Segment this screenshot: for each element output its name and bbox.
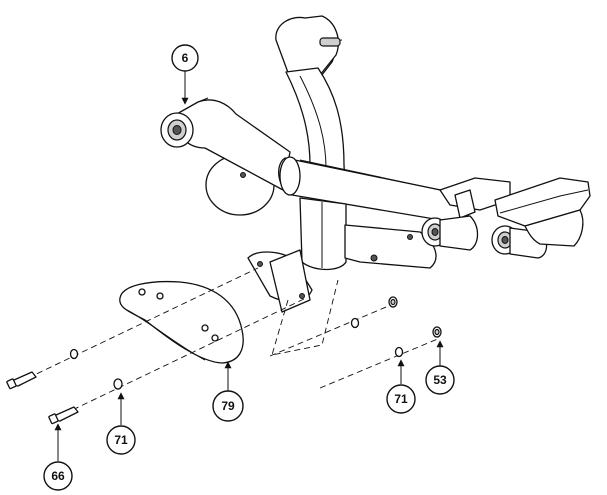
callout-71-right: 71 — [386, 384, 416, 414]
callout-6: 6 — [171, 44, 199, 72]
right-roller-assembly — [421, 177, 548, 259]
callout-79: 79 — [212, 390, 244, 422]
callout-66: 66 — [43, 461, 73, 491]
callout-53: 53 — [425, 365, 455, 395]
callout-71-left: 71 — [106, 425, 136, 455]
callout-79-label: 79 — [221, 399, 235, 413]
upper-mount-bracket — [275, 15, 343, 81]
callout-66-label: 66 — [51, 469, 65, 483]
main-crossbar-tube — [278, 156, 471, 226]
assembly-centerlines — [27, 267, 441, 415]
lower-post — [299, 197, 347, 271]
callout-53-label: 53 — [433, 373, 447, 387]
right-fasteners — [350, 296, 442, 358]
left-fasteners — [6, 348, 123, 425]
callout-leaders — [54, 71, 444, 461]
callout-71-left-label: 71 — [114, 433, 128, 447]
foot-plate — [119, 280, 244, 364]
callout-6-label: 6 — [182, 51, 189, 65]
plate-receiver-flange — [247, 249, 313, 313]
callout-71-right-label: 71 — [394, 392, 408, 406]
left-roller-tube — [160, 97, 291, 191]
right-cradle-plate — [494, 177, 591, 247]
